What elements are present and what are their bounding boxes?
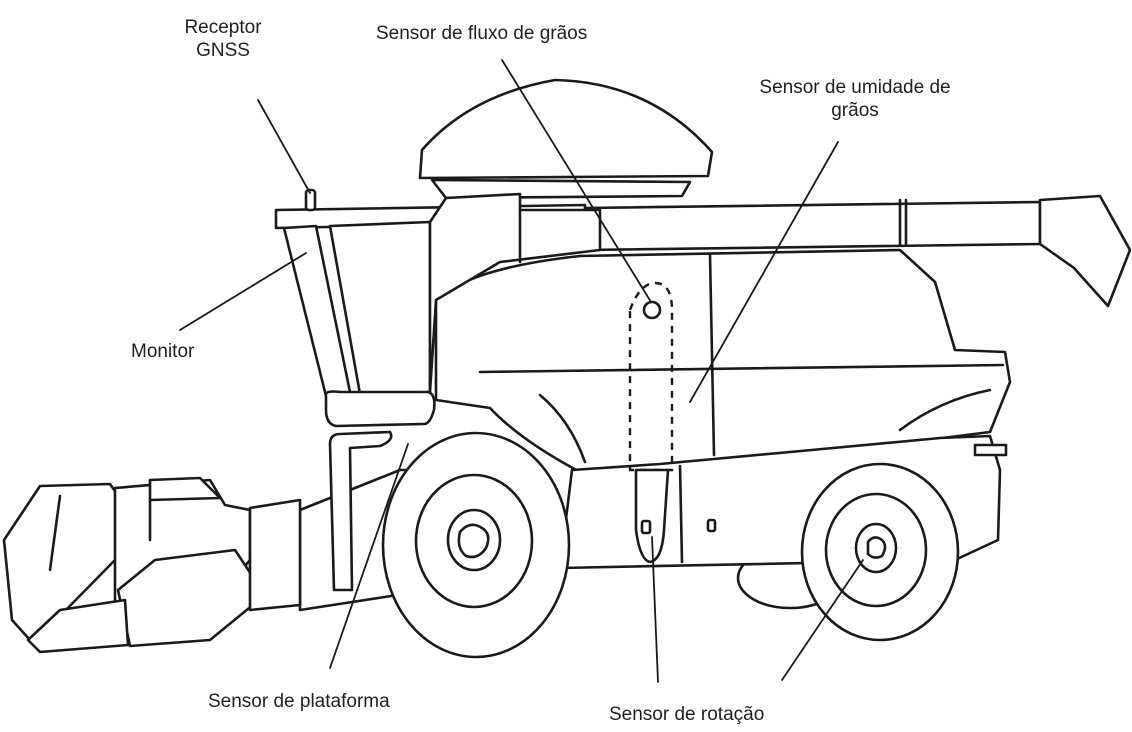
- label-sensor-plataforma: Sensor de plataforma: [208, 691, 390, 712]
- leader-monitor: [179, 252, 307, 331]
- grain-elevator: [628, 281, 674, 472]
- flow-sensor-point: [642, 300, 662, 320]
- unloading-auger: [583, 200, 1042, 252]
- label-sensor-fluxo: Sensor de fluxo de grãos: [376, 23, 588, 44]
- leader-plataforma: [329, 443, 409, 669]
- label-receptor-gnss-line2: GNSS: [196, 40, 250, 61]
- combine-body: [434, 248, 1012, 474]
- leader-rotacao: [651, 536, 659, 683]
- cab-front-panel: [324, 390, 436, 428]
- rear-ladder: [973, 443, 1008, 457]
- leader-rotacao-wheel: [781, 559, 864, 681]
- label-sensor-umidade: Sensor de umidade de grãos: [732, 76, 978, 122]
- leader-fluxo: [501, 59, 652, 303]
- auger-spout: [1038, 194, 1132, 308]
- gnss-antenna: [304, 188, 317, 212]
- grain-tank-base: [430, 178, 692, 200]
- leader-gnss: [257, 99, 311, 194]
- label-monitor: Monitor: [131, 341, 195, 362]
- label-receptor-gnss: Receptor GNSS: [163, 16, 283, 62]
- label-sensor-rotacao: Sensor de rotação: [609, 704, 765, 725]
- label-receptor-gnss-line1: Receptor: [184, 17, 262, 38]
- leader-umidade: [689, 141, 839, 403]
- label-sensor-umidade-line1: Sensor de umidade de: [759, 77, 951, 98]
- grain-tank-dome: [418, 78, 714, 180]
- rotation-sensor-housing: [634, 468, 670, 564]
- label-sensor-umidade-line2: grãos: [831, 100, 879, 121]
